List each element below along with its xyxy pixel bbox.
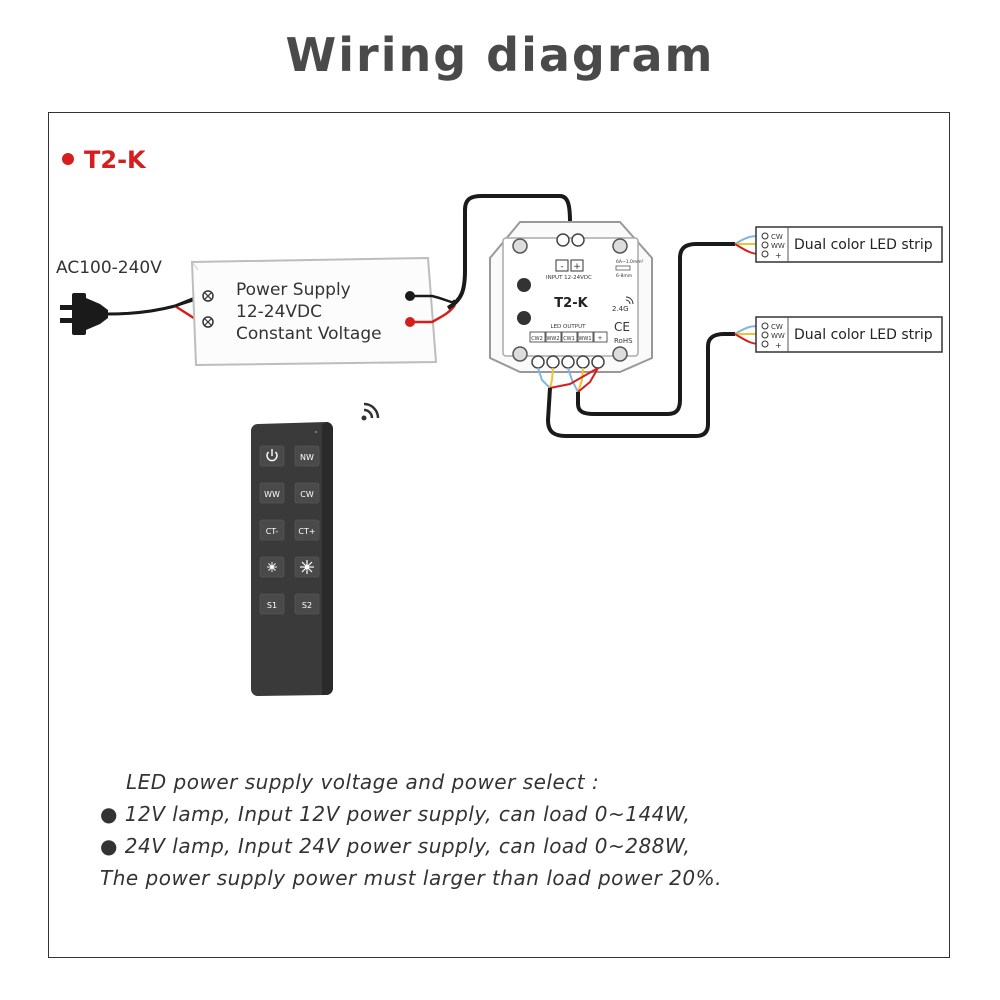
remote-control: NW WW CW CT- CT+ S1 S2	[251, 422, 333, 696]
ac-plug-icon	[60, 293, 108, 335]
psu-line2: 12-24VDC	[236, 302, 322, 322]
strip2-pin-plus: +	[775, 341, 782, 350]
notes-line-power: The power supply power must larger than …	[100, 866, 722, 890]
led-strip-2: CW WW + Dual color LED strip	[755, 316, 943, 353]
ce-mark: CE	[614, 320, 630, 334]
psu-line3: Constant Voltage	[236, 324, 382, 344]
strip1-pin-ww: WW	[771, 242, 785, 250]
output-cw2: CW2	[531, 336, 543, 342]
led-strip-1: CW WW + Dual color LED strip	[755, 226, 943, 263]
output-cw1: CW1	[563, 336, 575, 342]
output-ww2: WW2	[546, 336, 559, 342]
strip2-pin-ww: WW	[771, 332, 785, 340]
notes-line-24v: ● 24V lamp, Input 24V power supply, can …	[100, 834, 691, 858]
model-label: T2-K	[62, 146, 146, 174]
wireless-signal-icon	[361, 402, 380, 421]
input-plus: +	[573, 262, 581, 272]
remote-button-s2: S2	[302, 601, 312, 610]
power-supply-box: Power Supply 12-24VDC Constant Voltage	[190, 256, 438, 367]
remote-button-nw: NW	[300, 453, 314, 462]
diagram-frame	[48, 112, 950, 958]
remote-button-ww: WW	[264, 490, 280, 499]
strip1-pin-cw: CW	[771, 233, 783, 241]
strip-spec: 6-8mm	[616, 273, 632, 279]
strip2-pin-cw: CW	[771, 323, 783, 331]
rohs-mark: RoHS	[614, 337, 633, 345]
wire-spec: 6A~1.0mm²	[616, 259, 644, 265]
model-name: T2-K	[84, 146, 146, 174]
remote-button-s1: S1	[267, 601, 277, 610]
strip2-label: Dual color LED strip	[794, 327, 933, 343]
brightness-down-icon	[267, 562, 277, 572]
strip1-label: Dual color LED strip	[794, 237, 933, 253]
brightness-up-icon	[300, 560, 314, 574]
psu-line1: Power Supply	[236, 280, 351, 300]
notes-line-12v: ● 12V lamp, Input 12V power supply, can …	[100, 802, 691, 826]
freq-label: 2.4G	[612, 305, 629, 313]
output-labels: CW2 WW2 CW1 WW1 +	[529, 331, 608, 343]
strip1-pin-plus: +	[775, 251, 782, 260]
remote-button-ct-plus: CT+	[298, 527, 315, 536]
output-label: LED OUTPUT	[551, 324, 587, 330]
power-icon	[266, 449, 278, 462]
notes-section: LED power supply voltage and power selec…	[100, 766, 920, 894]
output-plus: +	[597, 335, 602, 342]
input-label: INPUT 12-24VDC	[546, 275, 592, 281]
red-dot-icon	[62, 153, 74, 165]
notes-heading: LED power supply voltage and power selec…	[126, 770, 600, 794]
wifi-icon	[625, 296, 634, 305]
output-ww1: WW1	[578, 336, 591, 342]
page-title: Wiring diagram	[285, 28, 715, 82]
controller-name: T2-K	[554, 296, 588, 311]
input-minus: -	[560, 262, 563, 272]
t2-k-controller: - + INPUT 12-24VDC 6A~1.0mm² 6-8mm T2-K …	[489, 221, 653, 373]
remote-button-ct-minus: CT-	[266, 527, 279, 536]
ac-input-label: AC100-240V	[56, 258, 162, 278]
remote-button-cw: CW	[300, 490, 314, 499]
